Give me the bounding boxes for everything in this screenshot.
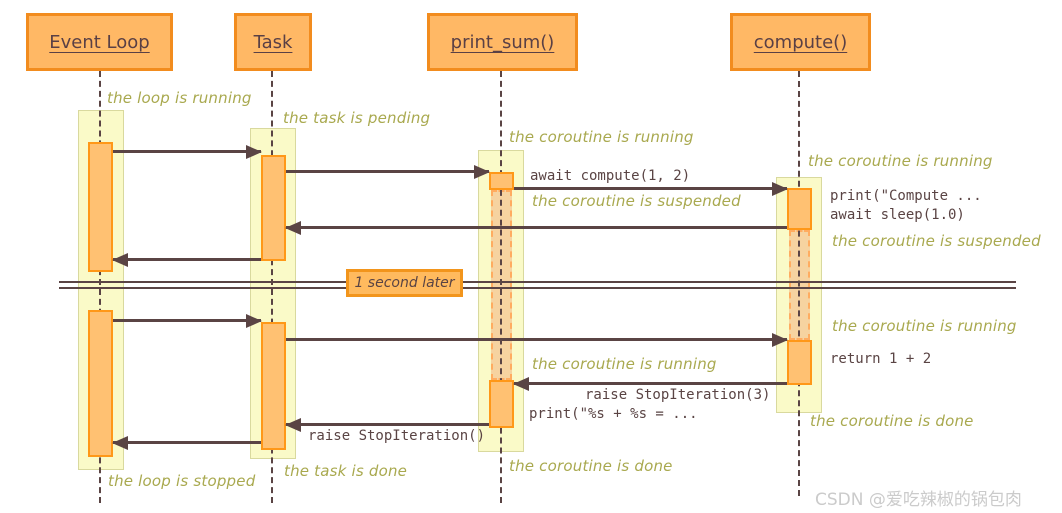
divider-line-bottom <box>59 287 1016 289</box>
activation-compute-2 <box>787 340 812 385</box>
arrow-task-to-loop-2 <box>112 435 261 450</box>
message-print-result: print("%s + %s = ... <box>529 406 698 422</box>
note-loop-stopped: the loop is stopped <box>108 472 256 490</box>
arrow-compute-suspend-return <box>285 220 787 235</box>
note-task-done: the task is done <box>284 462 408 480</box>
note-print-sum-done: the coroutine is done <box>509 457 673 475</box>
activation-compute-1 <box>787 188 812 230</box>
participant-header-event-loop: Event Loop <box>26 13 173 71</box>
note-compute-suspended: the coroutine is suspended <box>832 232 1041 250</box>
participant-label-event-loop: Event Loop <box>49 31 150 53</box>
arrow-raise-stopiteration <box>285 417 489 432</box>
note-loop-running: the loop is running <box>107 89 252 107</box>
participant-label-compute: compute() <box>753 31 848 53</box>
activation-task-1 <box>261 155 286 261</box>
note-compute-done: the coroutine is done <box>810 412 974 430</box>
message-raise-stopiteration: raise StopIteration() <box>308 428 486 444</box>
participant-label-task: Task <box>253 31 293 53</box>
csdn-watermark: CSDN @爱吃辣椒的锅包肉 <box>815 490 1022 510</box>
activation-task-2 <box>261 322 286 450</box>
lifeline-compute <box>798 71 800 496</box>
arrow-task-to-loop-1 <box>112 252 261 267</box>
note-compute-running-2: the coroutine is running <box>832 317 1017 335</box>
message-await-compute: await compute(1, 2) <box>530 168 691 184</box>
arrow-task-to-print-sum <box>286 164 490 179</box>
message-return-sum: return 1 + 2 <box>830 351 932 367</box>
message-await-sleep: await sleep(1.0) <box>830 207 965 223</box>
participant-header-task: Task <box>234 13 312 71</box>
participant-header-compute: compute() <box>730 13 871 71</box>
arrow-await-compute <box>514 181 788 196</box>
activation-print-sum-1 <box>489 172 514 190</box>
arrow-raise-stopiteration-3 <box>513 376 787 391</box>
divider-label: 1 second later <box>354 275 455 291</box>
activation-print-sum-2 <box>489 380 514 428</box>
arrow-loop-to-task-1 <box>113 144 262 159</box>
arrow-task-to-compute <box>286 332 788 347</box>
activation-event-loop-1 <box>88 142 113 272</box>
message-print-compute: print("Compute ... <box>830 188 982 204</box>
note-print-sum-suspended: the coroutine is suspended <box>532 192 741 210</box>
note-print-sum-running-1: the coroutine is running <box>509 128 694 146</box>
note-compute-running-1: the coroutine is running <box>808 152 993 170</box>
note-print-sum-running-2: the coroutine is running <box>532 355 717 373</box>
note-task-pending: the task is pending <box>283 109 431 127</box>
participant-header-print-sum: print_sum() <box>427 13 578 71</box>
divider-line-top <box>59 281 1016 283</box>
divider-box: 1 second later <box>346 269 463 297</box>
activation-event-loop-2 <box>88 310 113 457</box>
arrow-loop-to-task-2 <box>113 313 262 328</box>
message-raise-stopiteration-3: raise StopIteration(3) <box>585 387 771 403</box>
participant-label-print-sum: print_sum() <box>450 31 555 53</box>
